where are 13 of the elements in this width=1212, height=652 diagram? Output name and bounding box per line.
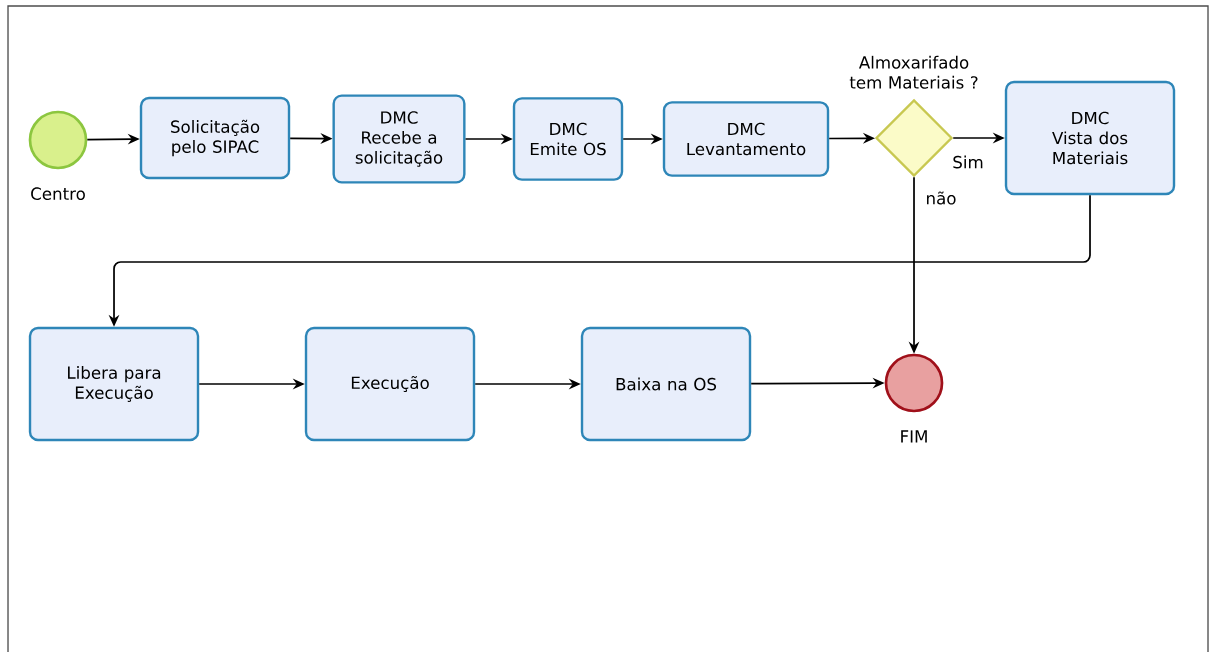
node-label: Almoxarifado tem Materiais ? [849, 55, 978, 89]
task-box: Execução [304, 326, 476, 442]
task-box: DMC Recebe a solicitação [332, 94, 466, 184]
node-label: FIM [901, 430, 927, 443]
task-box: Libera para Execução [28, 326, 200, 442]
node-label: Centro [31, 187, 85, 200]
task-box: Baixa na OS [580, 326, 752, 442]
task-box: DMC Vista dos Materiais [1004, 80, 1176, 196]
task-box: DMC Levantamento [662, 101, 830, 177]
edge-label: Sim [950, 154, 986, 170]
task-box: Solicitação pelo SIPAC [139, 96, 291, 180]
task-box: DMC Emite OS [512, 97, 624, 181]
edge-label: não [924, 190, 958, 206]
